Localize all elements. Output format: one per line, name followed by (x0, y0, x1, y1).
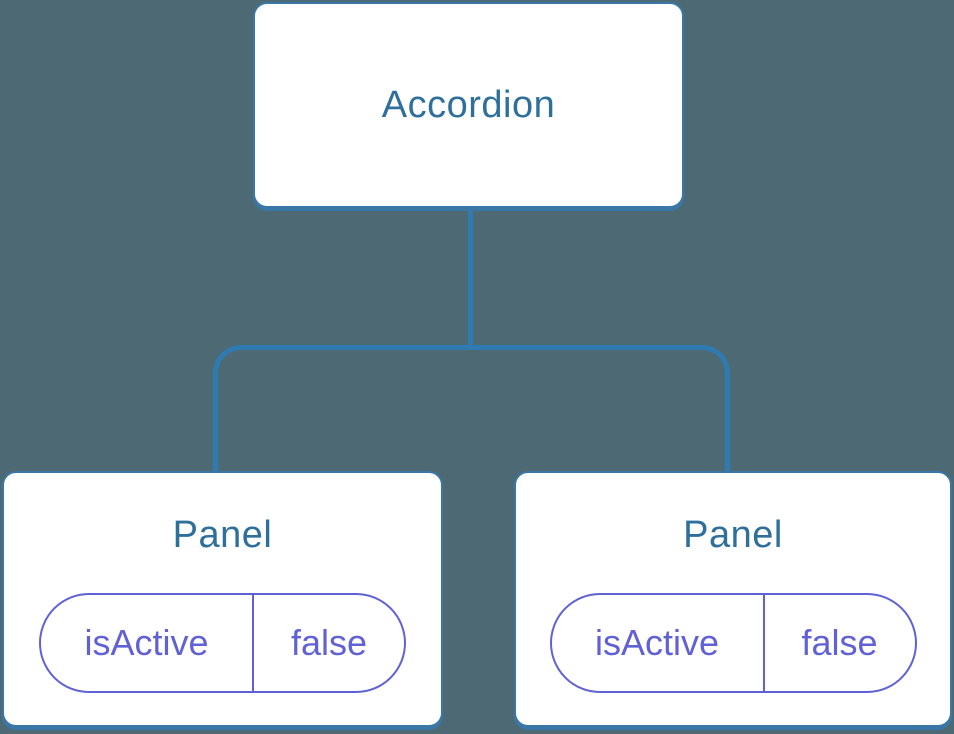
node-title: Panel (172, 514, 273, 556)
component-node-panel-right: Panel isActive false (514, 471, 952, 727)
prop-pill: isActive false (39, 593, 406, 693)
prop-pill: isActive false (549, 593, 917, 693)
connector-stem (468, 208, 473, 348)
prop-value: false (290, 622, 368, 663)
component-node-panel-left: Panel isActive false (2, 471, 443, 727)
node-title: Accordion (381, 84, 556, 126)
prop-name: isActive (552, 595, 765, 691)
connector-bracket (213, 345, 730, 471)
prop-value: false (801, 622, 878, 663)
node-title: Panel (683, 514, 783, 556)
prop-name: isActive (41, 595, 254, 691)
component-node-accordion: Accordion (253, 2, 684, 208)
